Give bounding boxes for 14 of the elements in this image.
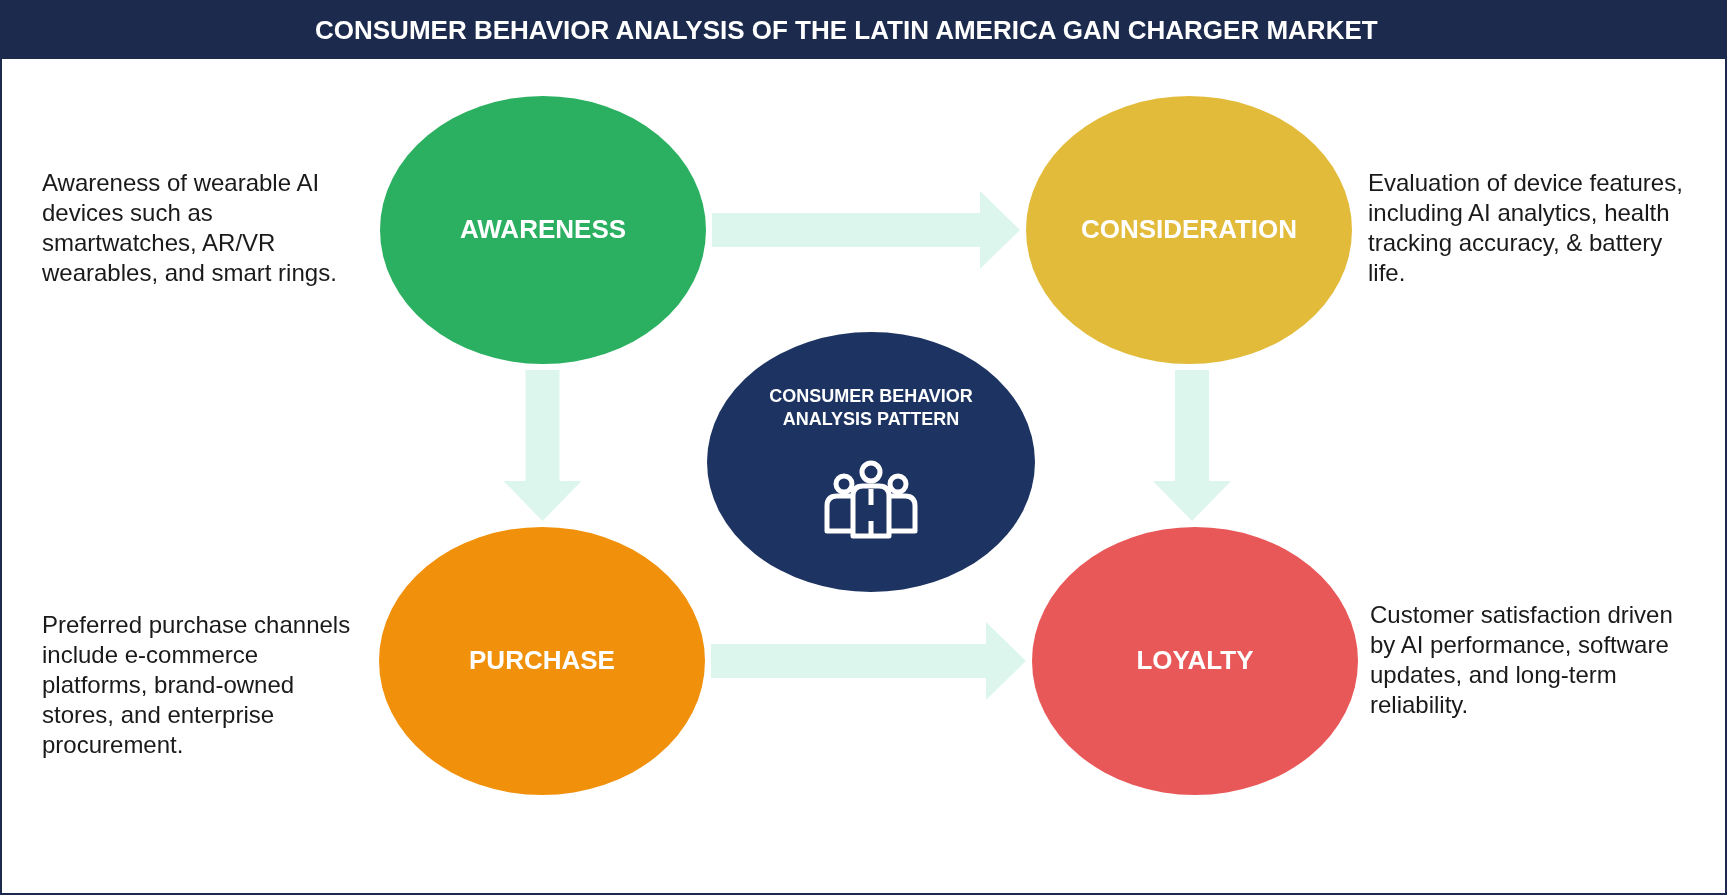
stage-description: Awareness of wearable AI devices such as smartwatches, AR/VR wearables, and smart rings. bbox=[42, 168, 338, 288]
stage-description: Preferred purchase channels include e-commerce platforms, brand-owned stores, and enterprise procurement. bbox=[42, 610, 352, 760]
title-text: CONSUMER BEHAVIOR ANALYSIS OF THE LATIN AMERICA GAN CHARGER MARKET bbox=[315, 14, 1378, 47]
node-label: LOYALTY bbox=[1136, 644, 1254, 678]
node-label: CONSUMER BEHAVIOR ANALYSIS PATTERN bbox=[768, 384, 974, 431]
flow-arrow bbox=[711, 622, 1026, 700]
flow-arrow bbox=[503, 370, 582, 521]
stage-description: Evaluation of device features, including AI analytics, health tracking accuracy, & battery life. bbox=[1368, 168, 1684, 288]
flow-arrow bbox=[1153, 370, 1231, 521]
node-label: CONSIDERATION bbox=[1080, 213, 1298, 247]
stage-description: Customer satisfaction driven by AI performance, software updates, and long-term reliability. bbox=[1370, 600, 1674, 720]
node-label: AWARENESS bbox=[459, 213, 627, 247]
flow-arrow bbox=[712, 191, 1020, 269]
node-label: PURCHASE bbox=[469, 644, 615, 678]
